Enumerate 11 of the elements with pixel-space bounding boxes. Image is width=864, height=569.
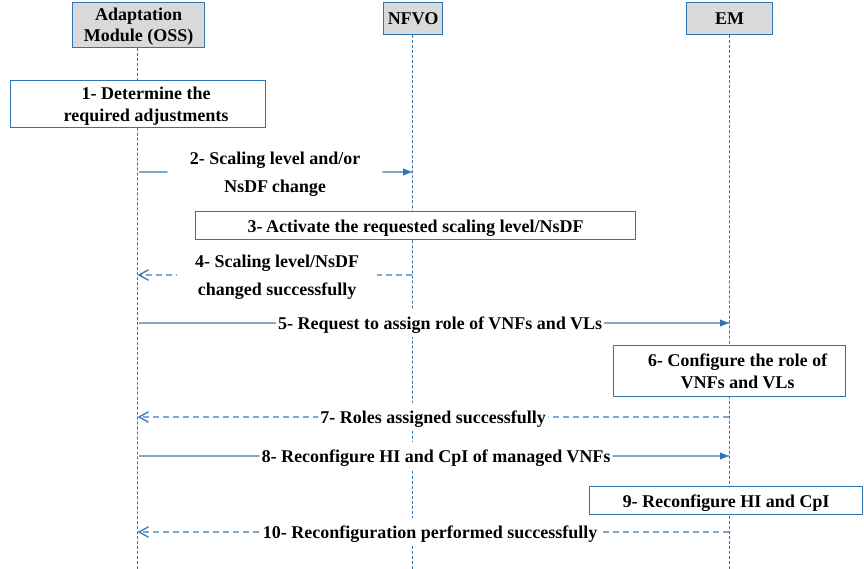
participant-box: NFVO (383, 2, 443, 35)
participant-box: EM (686, 2, 773, 35)
edge-label: 7- Roles assigned successfully (318, 403, 548, 431)
step-box: 9- Reconfigure HI and CpI (589, 486, 863, 515)
step-box: 3- Activate the requested scaling level/NsDF (195, 211, 636, 240)
edge-label: 5- Request to assign role of VNFs and VLs (276, 309, 604, 337)
step-box: 6- Configure the role of VNFs and VLs (613, 345, 846, 397)
step-box: 1- Determine the required adjustments (10, 80, 266, 128)
edge-label: 8- Reconfigure HI and CpI of managed VNFs (260, 442, 612, 470)
edge-label: 10- Reconfiguration performed successfully (260, 518, 600, 546)
participant-box: Adaptation Module (OSS) (72, 2, 205, 48)
